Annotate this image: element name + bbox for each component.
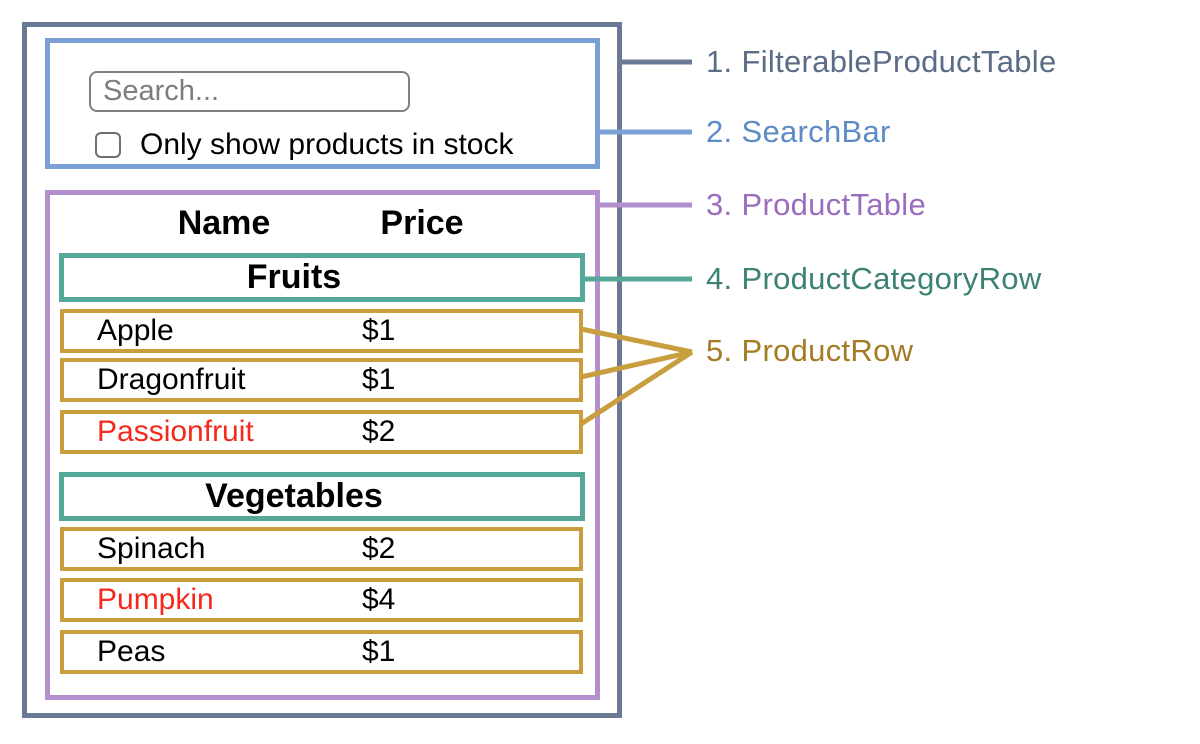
legend-item-product-category-row: 4.ProductCategoryRow (706, 260, 1042, 298)
product-name: Apple (97, 314, 174, 347)
product-name: Passionfruit (97, 415, 254, 448)
category-label: Fruits (246, 258, 342, 296)
in-stock-checkbox[interactable] (95, 132, 121, 158)
legend-item-product-table: 3.ProductTable (706, 186, 926, 224)
legend-number: 1. (706, 44, 733, 79)
category-label: Vegetables (205, 477, 383, 515)
product-price: $2 (362, 415, 396, 448)
product-name: Spinach (97, 532, 206, 565)
column-header-price: Price (380, 204, 464, 242)
product-row-passionfruit: Passionfruit $2 (60, 410, 583, 454)
legend-number: 4. (706, 261, 733, 296)
legend-number: 2. (706, 114, 733, 149)
legend-item-product-row: 5.ProductRow (706, 332, 913, 370)
product-row-peas: Peas $1 (60, 630, 583, 674)
product-row-dragonfruit: Dragonfruit $1 (60, 358, 583, 402)
legend-component-name: SearchBar (741, 114, 891, 149)
product-name: Dragonfruit (97, 363, 246, 396)
category-row-fruits: Fruits (59, 253, 585, 302)
legend-number: 5. (706, 333, 733, 368)
product-price: $1 (362, 363, 396, 396)
search-input[interactable] (89, 71, 410, 112)
legend-item-search-bar: 2.SearchBar (706, 113, 891, 151)
legend-number: 3. (706, 187, 733, 222)
product-name: Peas (97, 635, 166, 668)
product-price: $1 (362, 314, 396, 347)
product-price: $2 (362, 532, 396, 565)
product-name: Pumpkin (97, 583, 214, 616)
product-price: $4 (362, 583, 396, 616)
product-row-apple: Apple $1 (60, 309, 583, 353)
product-row-pumpkin: Pumpkin $4 (60, 578, 583, 622)
column-header-name: Name (177, 204, 271, 242)
product-row-spinach: Spinach $2 (60, 527, 583, 571)
legend-component-name: ProductTable (741, 187, 927, 222)
in-stock-checkbox-label: Only show products in stock (140, 128, 514, 161)
legend-component-name: ProductCategoryRow (741, 261, 1042, 296)
legend-component-name: FilterableProductTable (741, 44, 1057, 79)
legend-component-name: ProductRow (741, 333, 914, 368)
category-row-vegetables: Vegetables (59, 472, 585, 521)
legend-item-filterable-product-table: 1.FilterableProductTable (706, 43, 1057, 81)
product-price: $1 (362, 635, 396, 668)
